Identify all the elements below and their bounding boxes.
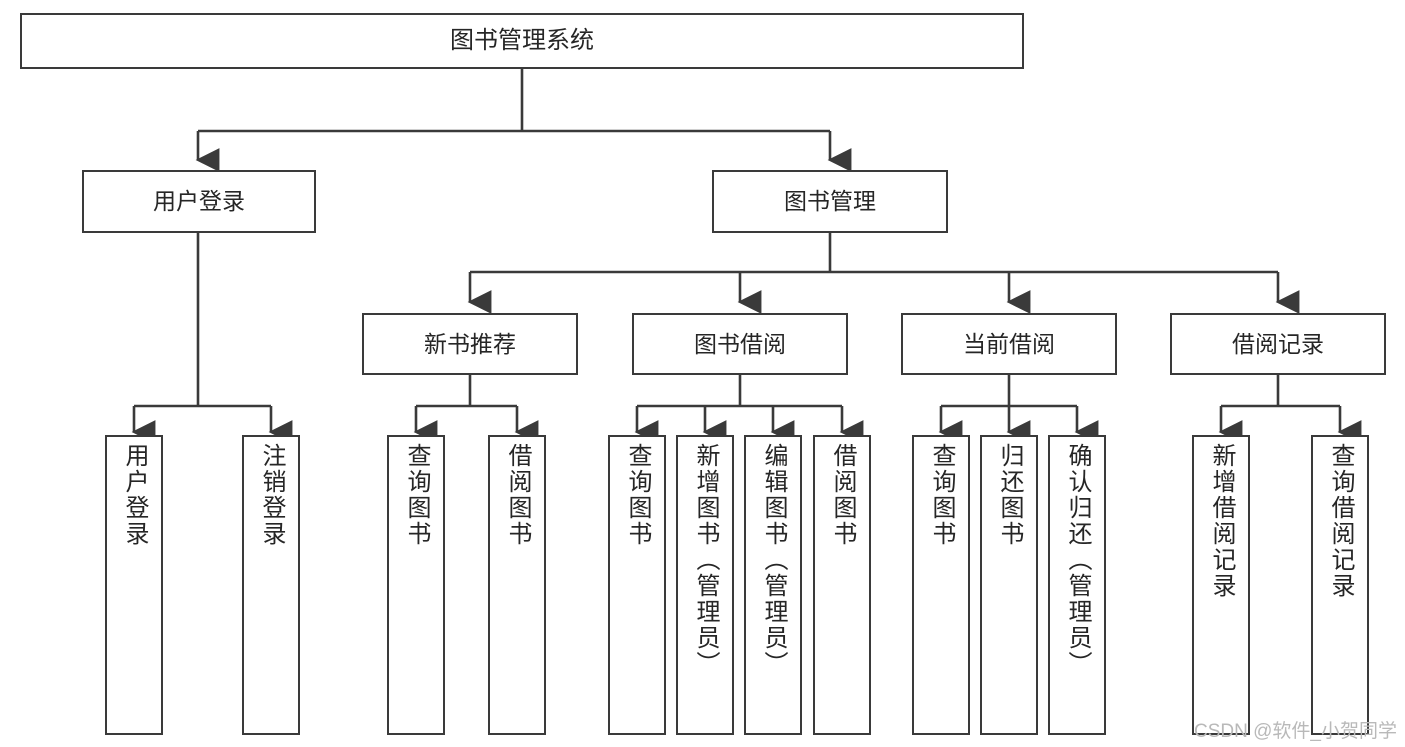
node-label: 注销登录 xyxy=(258,443,285,547)
node-new-book-recommend[interactable]: 新书推荐 xyxy=(362,313,578,375)
node-book-management[interactable]: 图书管理 xyxy=(712,170,948,233)
leaf-current-confirm-return-admin[interactable]: 确认归还（管理员） xyxy=(1048,435,1106,735)
leaf-recommend-query-book[interactable]: 查询图书 xyxy=(387,435,445,735)
leaf-current-return-book[interactable]: 归还图书 xyxy=(980,435,1038,735)
node-label: 新增借阅记录 xyxy=(1208,443,1235,599)
node-label: 图书管理 xyxy=(784,188,876,215)
leaf-user-login-logout[interactable]: 注销登录 xyxy=(242,435,300,735)
leaf-borrow-query-book[interactable]: 查询图书 xyxy=(608,435,666,735)
node-label: 用户登录 xyxy=(121,443,148,547)
node-label: 借阅图书 xyxy=(504,443,531,547)
node-label: 查询借阅记录 xyxy=(1327,443,1354,599)
node-root-system[interactable]: 图书管理系统 xyxy=(20,13,1024,69)
node-label: 用户登录 xyxy=(153,188,245,215)
leaf-current-query-book[interactable]: 查询图书 xyxy=(912,435,970,735)
leaf-record-query-record[interactable]: 查询借阅记录 xyxy=(1311,435,1369,735)
node-label: 图书管理系统 xyxy=(450,27,594,55)
node-label: 编辑图书（管理员） xyxy=(760,443,787,677)
leaf-recommend-borrow-book[interactable]: 借阅图书 xyxy=(488,435,546,735)
leaf-borrow-add-book-admin[interactable]: 新增图书（管理员） xyxy=(676,435,734,735)
node-label: 新书推荐 xyxy=(424,330,516,357)
leaf-record-add-record[interactable]: 新增借阅记录 xyxy=(1192,435,1250,735)
node-user-login[interactable]: 用户登录 xyxy=(82,170,316,233)
leaf-borrow-edit-book-admin[interactable]: 编辑图书（管理员） xyxy=(744,435,802,735)
node-current-borrow[interactable]: 当前借阅 xyxy=(901,313,1117,375)
node-label: 确认归还（管理员） xyxy=(1064,443,1091,677)
leaf-user-login-login[interactable]: 用户登录 xyxy=(105,435,163,735)
node-label: 查询图书 xyxy=(928,443,955,547)
node-book-borrow[interactable]: 图书借阅 xyxy=(632,313,848,375)
node-borrow-record[interactable]: 借阅记录 xyxy=(1170,313,1386,375)
node-label: 归还图书 xyxy=(996,443,1023,547)
leaf-borrow-borrow-book[interactable]: 借阅图书 xyxy=(813,435,871,735)
node-label: 查询图书 xyxy=(624,443,651,547)
node-label: 新增图书（管理员） xyxy=(692,443,719,677)
node-label: 借阅记录 xyxy=(1232,330,1324,357)
node-label: 借阅图书 xyxy=(829,443,856,547)
node-label: 图书借阅 xyxy=(694,330,786,357)
watermark-text: CSDN @软件_小贺同学 xyxy=(1194,721,1397,742)
node-label: 查询图书 xyxy=(403,443,430,547)
node-label: 当前借阅 xyxy=(963,330,1055,357)
